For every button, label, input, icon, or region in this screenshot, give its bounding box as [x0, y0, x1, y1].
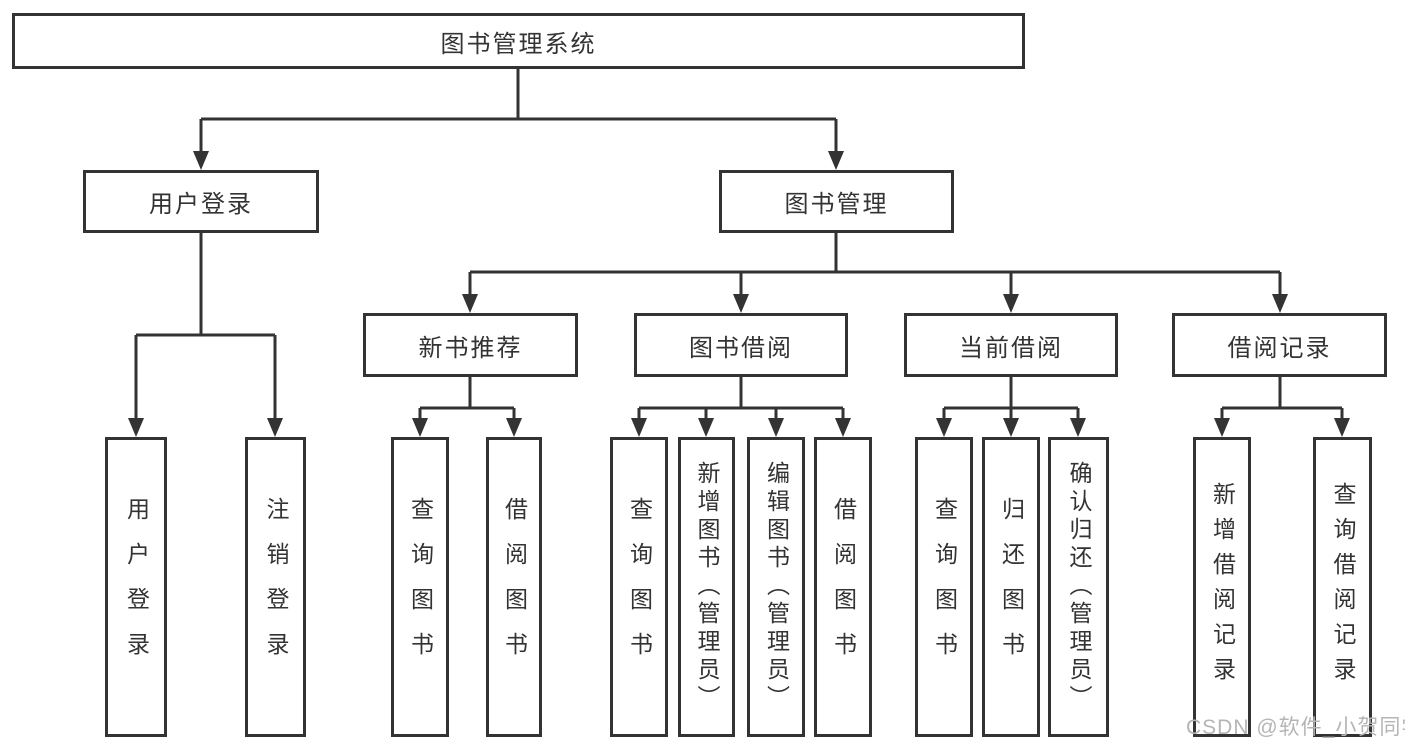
- node-new-book-recommend-label: 新书推荐: [418, 334, 523, 362]
- leaf-add-borrow-record-label: 新增借阅记录: [1209, 482, 1236, 692]
- leaf-query-books-recommend: 查询图书: [391, 437, 449, 737]
- node-borrow-records-label: 借阅记录: [1227, 334, 1332, 362]
- leaf-query-books-borrow-label: 查询图书: [626, 497, 653, 677]
- node-book-management: 图书管理: [719, 170, 954, 233]
- leaf-return-books-label: 归还图书: [998, 497, 1025, 677]
- leaf-borrow-books-recommend: 借阅图书: [486, 437, 542, 737]
- leaf-query-books-current-label: 查询图书: [931, 497, 958, 677]
- leaf-user-login-label: 用户登录: [123, 497, 150, 677]
- leaf-query-books-current: 查询图书: [915, 437, 973, 737]
- node-library-system-label: 图书管理系统: [440, 30, 597, 58]
- node-current-borrow: 当前借阅: [904, 313, 1118, 377]
- leaf-edit-book-admin-label: 编辑图书（管理员）: [763, 461, 790, 713]
- leaf-logout: 注销登录: [245, 437, 306, 737]
- node-book-borrow-label: 图书借阅: [689, 334, 793, 362]
- leaf-query-books-borrow: 查询图书: [610, 437, 668, 737]
- leaf-query-borrow-record: 查询借阅记录: [1313, 437, 1372, 737]
- leaf-confirm-return-admin-label: 确认归还（管理员）: [1066, 461, 1092, 713]
- node-book-management-label: 图书管理: [784, 191, 889, 218]
- node-borrow-records: 借阅记录: [1172, 313, 1387, 377]
- leaf-add-book-admin-label: 新增图书（管理员）: [694, 461, 720, 713]
- leaf-borrow-books-label: 借阅图书: [830, 497, 857, 677]
- leaf-add-borrow-record: 新增借阅记录: [1193, 437, 1251, 737]
- leaf-logout-label: 注销登录: [263, 497, 289, 677]
- node-book-borrow: 图书借阅: [634, 313, 848, 377]
- leaf-user-login: 用户登录: [105, 437, 167, 737]
- leaf-borrow-books: 借阅图书: [814, 437, 872, 737]
- leaf-edit-book-admin: 编辑图书（管理员）: [747, 437, 805, 737]
- leaf-confirm-return-admin: 确认归还（管理员）: [1048, 437, 1109, 737]
- node-library-system: 图书管理系统: [12, 13, 1025, 69]
- node-user-login: 用户登录: [83, 170, 319, 233]
- leaf-return-books: 归还图书: [982, 437, 1040, 737]
- leaf-borrow-books-recommend-label: 借阅图书: [501, 497, 528, 677]
- node-user-login-label: 用户登录: [149, 191, 253, 218]
- node-current-borrow-label: 当前借阅: [959, 334, 1063, 362]
- leaf-add-book-admin: 新增图书（管理员）: [678, 437, 735, 737]
- watermark: CSDN @软件_小贺同学: [1186, 716, 1405, 739]
- leaf-query-borrow-record-label: 查询借阅记录: [1330, 482, 1356, 692]
- leaf-query-books-recommend-label: 查询图书: [407, 497, 434, 677]
- node-new-book-recommend: 新书推荐: [363, 313, 578, 377]
